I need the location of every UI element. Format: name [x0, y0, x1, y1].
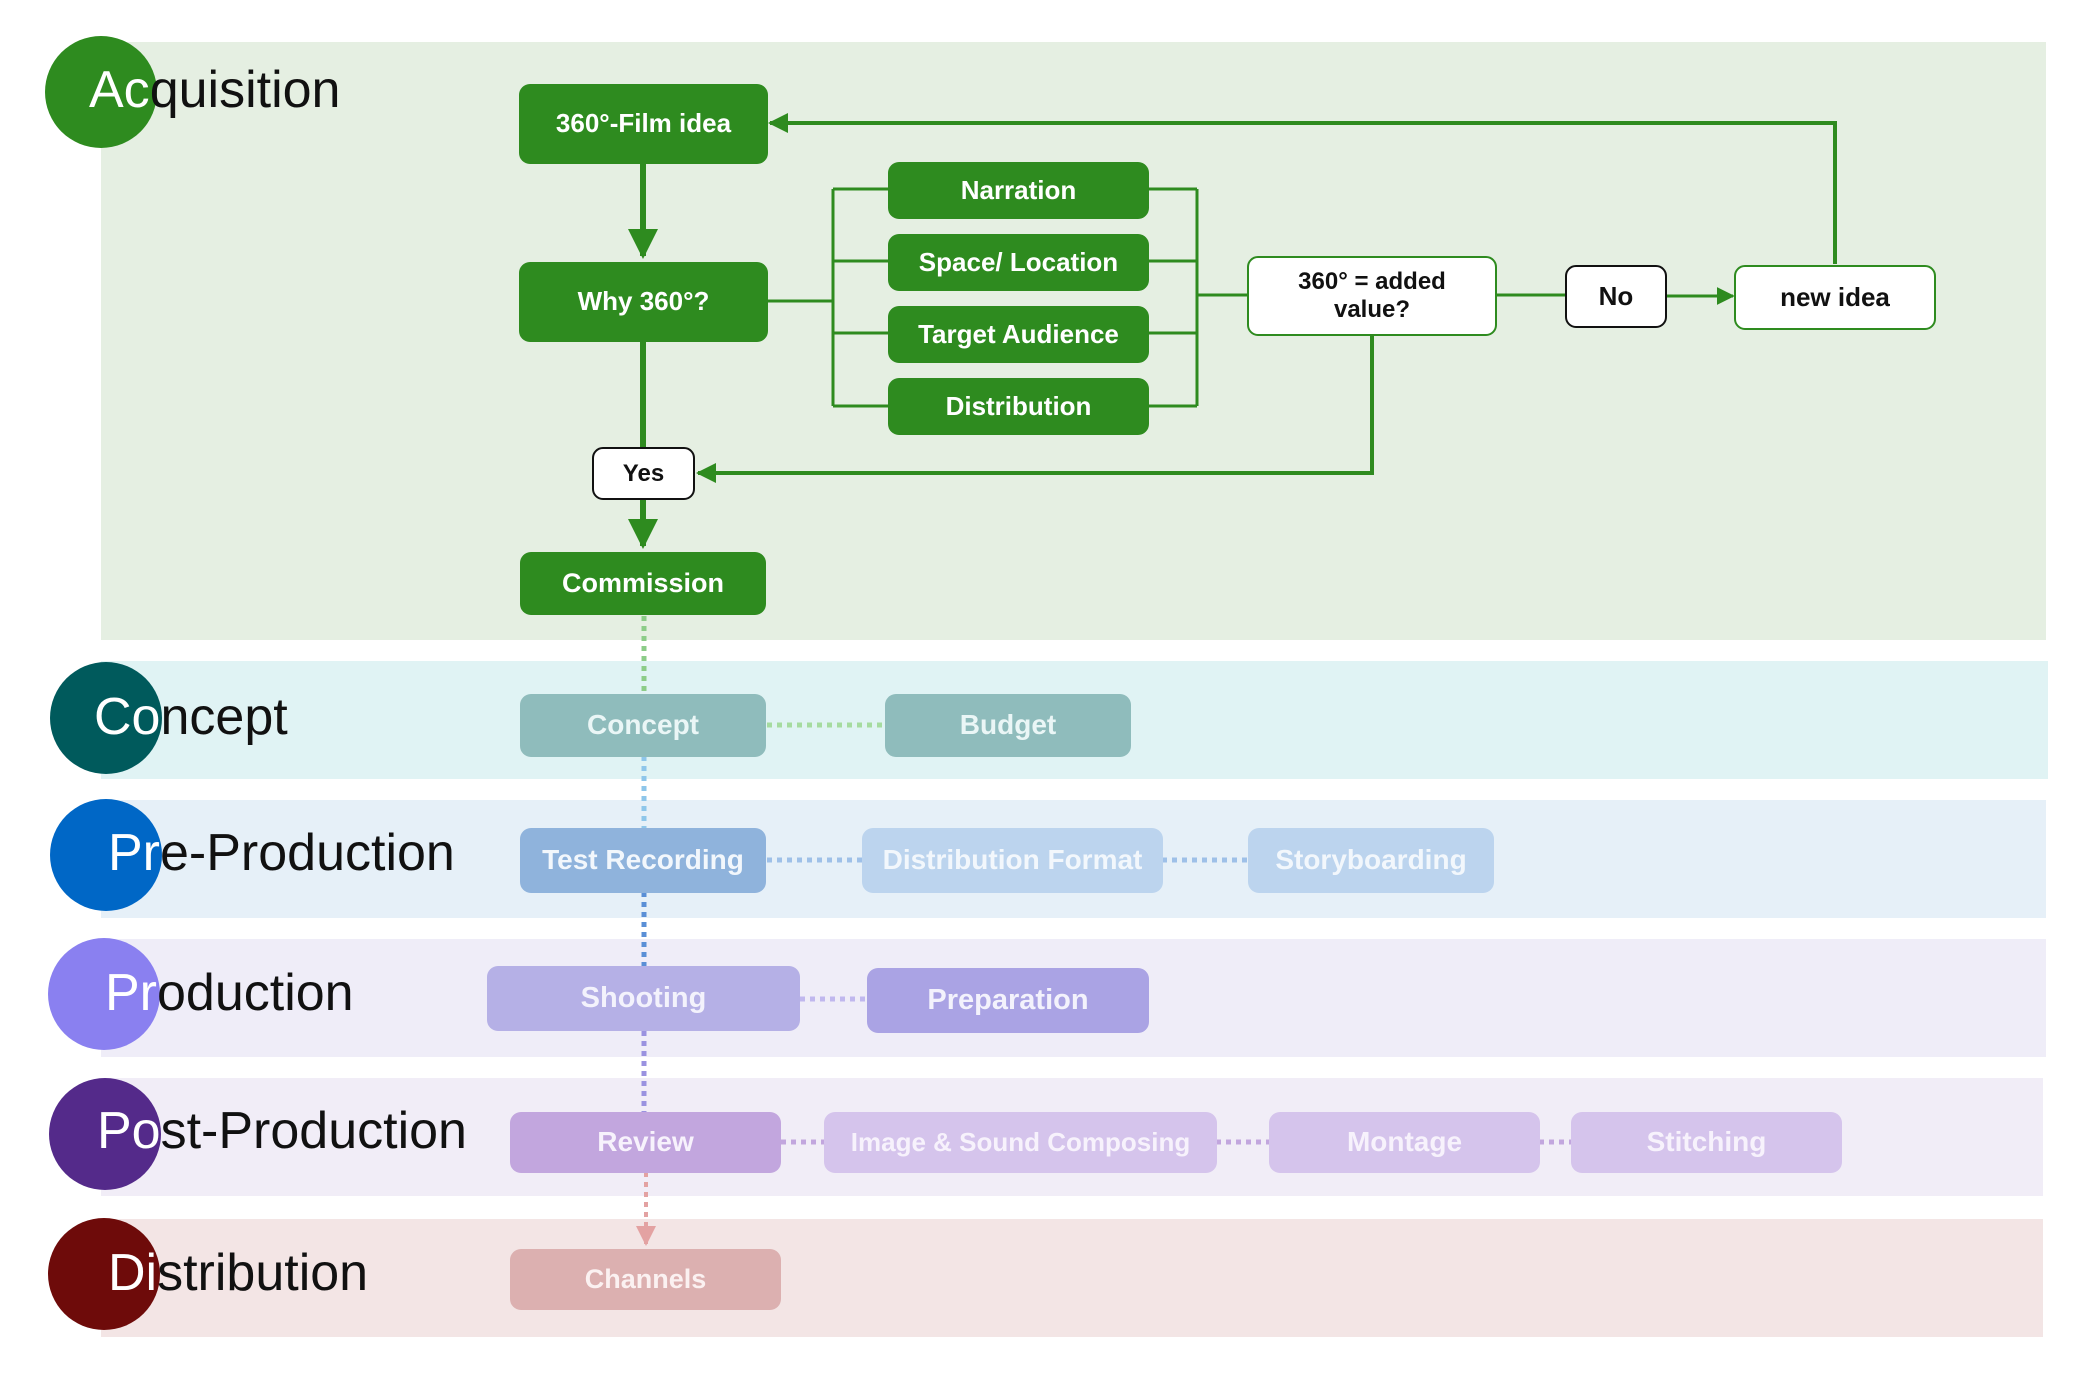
- criteria-distribution-node: Distribution: [888, 378, 1149, 435]
- acquisition-heading-rest: quisition: [149, 61, 341, 119]
- post-production-step-image-sound: Image & Sound Composing: [824, 1112, 1217, 1173]
- pre-production-heading: Pre-Production: [108, 827, 455, 879]
- concept-step-concept: Concept: [520, 694, 766, 757]
- pre-production-step-storyboarding: Storyboarding: [1248, 828, 1494, 893]
- acquisition-circle: [45, 36, 157, 148]
- distribution-band: [101, 1219, 2043, 1337]
- post-production-heading-rest: st-Production: [160, 1102, 467, 1160]
- post-production-circle: [49, 1078, 161, 1190]
- pre-production-circle: [50, 799, 162, 911]
- production-step-preparation: Preparation: [867, 968, 1149, 1033]
- post-production-heading-initial: Po: [97, 1102, 161, 1160]
- production-circle: [48, 938, 160, 1050]
- film-idea-node: 360°-Film idea: [519, 84, 768, 164]
- why-360-node: Why 360°?: [519, 262, 768, 342]
- pre-production-step-test-recording: Test Recording: [520, 828, 766, 893]
- acquisition-heading-initial: Ac: [89, 61, 150, 119]
- criteria-space-location-node: Space/ Location: [888, 234, 1149, 291]
- distribution-circle: [48, 1218, 160, 1330]
- concept-step-budget: Budget: [885, 694, 1131, 757]
- added-value-decision-node: 360° = added value?: [1247, 256, 1497, 336]
- arrow-new-idea-to-film-idea: [768, 113, 1837, 264]
- distribution-heading-rest: stribution: [157, 1244, 369, 1302]
- post-production-step-review: Review: [510, 1112, 781, 1173]
- pre-production-heading-initial: Pr: [108, 824, 160, 882]
- concept-circle: [50, 662, 162, 774]
- criteria-target-audience-node: Target Audience: [888, 306, 1149, 363]
- concept-heading: Concept: [94, 691, 288, 743]
- post-production-step-stitching: Stitching: [1571, 1112, 1842, 1173]
- distribution-heading: Distribution: [108, 1247, 368, 1299]
- production-heading-initial: Pr: [105, 964, 157, 1022]
- post-production-heading: Post-Production: [97, 1105, 467, 1157]
- concept-heading-initial: Co: [94, 688, 161, 746]
- production-heading: Production: [105, 967, 354, 1019]
- distribution-step-channels: Channels: [510, 1249, 781, 1310]
- no-node: No: [1565, 265, 1667, 328]
- production-step-shooting: Shooting: [487, 966, 800, 1031]
- new-idea-node: new idea: [1734, 265, 1936, 330]
- yes-node: Yes: [592, 447, 695, 500]
- production-heading-rest: oduction: [157, 964, 354, 1022]
- acquisition-heading: Acquisition: [89, 64, 340, 116]
- commission-node: Commission: [520, 552, 766, 615]
- post-production-step-montage: Montage: [1269, 1112, 1540, 1173]
- pre-production-heading-rest: e-Production: [160, 824, 455, 882]
- pre-production-step-distribution-format: Distribution Format: [862, 828, 1163, 893]
- criteria-bracket: [767, 187, 1247, 408]
- criteria-narration-node: Narration: [888, 162, 1149, 219]
- arrow-decision-to-yes: [696, 336, 1374, 483]
- distribution-heading-initial: Di: [108, 1244, 158, 1302]
- concept-heading-rest: ncept: [160, 688, 288, 746]
